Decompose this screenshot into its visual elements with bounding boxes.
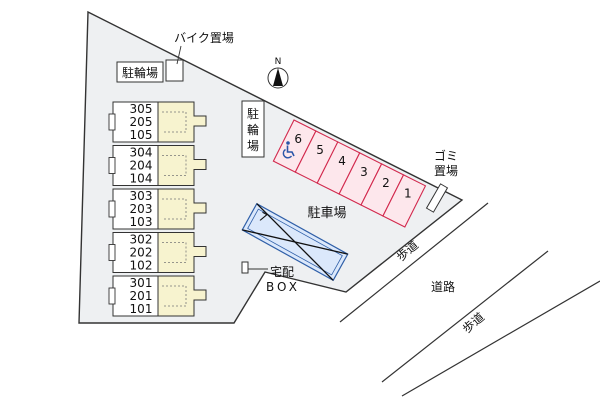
- wheelchair-icon: [282, 141, 295, 159]
- room-number: 104: [130, 172, 153, 186]
- parking-space-number: 6: [294, 132, 302, 146]
- unavailable-space: 7: [241, 202, 349, 282]
- room-number: 304: [130, 146, 153, 160]
- bicycle-parking-tall-label: 駐輪場: [247, 106, 259, 153]
- room-number: 105: [130, 128, 153, 142]
- room-number: 303: [130, 189, 153, 203]
- north-arrow-icon: N: [267, 57, 289, 89]
- north-label: N: [275, 57, 282, 67]
- room-number: 103: [130, 215, 153, 229]
- garbage-label-line1: ゴミ: [434, 148, 458, 163]
- parking-space: 1: [382, 174, 427, 228]
- bike-parking-label: バイク置場: [174, 31, 234, 45]
- sidewalk-label-lower: 歩道: [459, 309, 487, 336]
- bike-parking: バイク置場: [165, 31, 234, 82]
- parking-lot-label: 駐車場: [307, 206, 346, 221]
- room-number: 202: [130, 246, 153, 260]
- parking-space-number: 3: [360, 165, 368, 179]
- bicycle-parking-small-label: 駐輪場: [122, 65, 158, 80]
- road-label: 道路: [431, 279, 455, 294]
- room-number: 204: [130, 159, 153, 173]
- delivery-box-label-line2: BOX: [266, 280, 300, 294]
- bicycle-parking-small: 駐輪場: [116, 61, 164, 83]
- room-number: 305: [130, 102, 153, 116]
- parking-space-number: 4: [338, 154, 346, 168]
- room-number: 101: [130, 302, 153, 316]
- garbage-label-line2: 置場: [434, 164, 458, 178]
- bicycle-parking-tall: 駐輪場: [241, 100, 265, 158]
- road-edge-upper: [339, 202, 489, 323]
- room-number: 102: [130, 259, 153, 273]
- room-number: 203: [130, 202, 153, 216]
- parking-space-number: 1: [404, 187, 412, 201]
- room-number: 201: [130, 289, 153, 303]
- room-number: 205: [130, 115, 153, 129]
- apartment-buildings: 3052051053042041043032031033022021023012…: [108, 101, 207, 317]
- road-edge-far: [401, 280, 600, 397]
- parking-space-number: 5: [316, 143, 324, 157]
- parking-space-number: 2: [382, 176, 390, 190]
- road-edge-lower: [381, 250, 549, 383]
- room-number: 301: [130, 276, 153, 290]
- garbage-area: ゴミ 置場: [425, 148, 458, 213]
- delivery-box: 宅配 BOX: [241, 261, 300, 294]
- room-number: 302: [130, 233, 153, 247]
- delivery-box-label-line1: 宅配: [270, 264, 294, 279]
